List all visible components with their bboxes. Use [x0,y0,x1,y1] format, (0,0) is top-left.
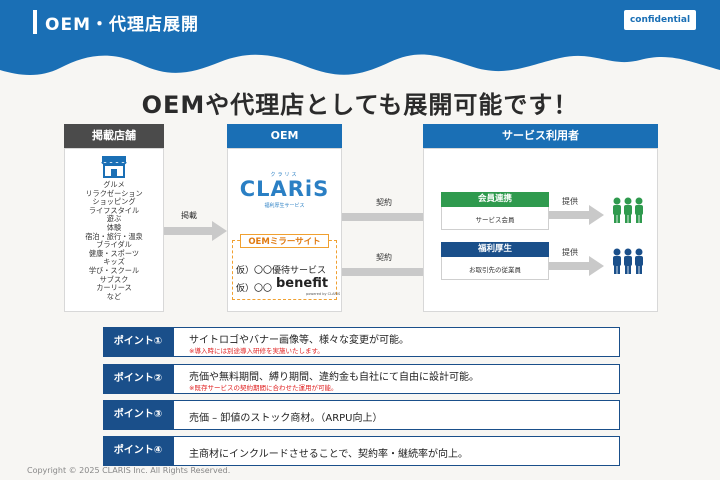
point-label: ポイント④ [103,436,173,466]
point-label: ポイント① [103,327,173,357]
point-row-3: ポイント③ 売価 – 卸値のストック商材。（ARPU向上） [103,400,620,430]
point-body [173,436,620,466]
category-item: サブスク [99,274,129,284]
category-item: カーリース [96,283,132,293]
category-item: など [106,291,122,301]
point-label: ポイント② [103,364,173,394]
point-label: ポイント③ [103,400,173,430]
mirror-site-line1: 仮）〇〇優待サービス [236,266,327,276]
shop-column-body [64,148,164,312]
point-body [173,327,620,357]
contract-label-1: 契約 [376,198,392,207]
shop-column-header: 掲載店舗 [64,124,164,148]
claris-kana: クラリス [270,172,299,178]
mirror-site-title: OEMミラーサイト [240,234,329,248]
point-main-text: 売価 – 卸値のストック商材。（ARPU向上） [189,413,383,424]
header-accent-bar [33,10,37,34]
welfare-card-text: お取引先の従業員 [469,266,521,274]
category-item: キッズ [103,257,125,267]
mirror-site-box [232,240,337,300]
category-item: リラクゼーション [85,188,143,198]
category-item: 体験 [106,222,122,232]
claris-tagline: 福利厚生サービス [264,203,305,209]
category-item: ライフスタイル [88,205,140,215]
contract-label-2: 契約 [376,253,392,262]
claris-logo: CLARiS [239,177,330,201]
oem-column-header: OEM [227,124,342,148]
category-item: 学び・スクール [88,265,140,275]
category-item: ブライダル [96,240,132,250]
benefit-logo: benefit [276,276,329,291]
welfare-card-title: 福利厚生 [441,242,549,257]
point-note: ※導入時には別途導入研修を実施いたします。 [189,347,324,355]
point-row-4: ポイント④ 主商材にインクルードさせることで、契約率・継続率が向上。 [103,436,620,466]
service-column-body [423,148,658,312]
point-note: ※既存サービスの契約期間に合わせた運用が可能。 [189,384,338,392]
shop-category-list: グルメ リラクゼーション ショッピング ライフスタイル 遊ぶ 体験 宿泊・旅行・… [64,180,164,301]
provide-arrow-1 [549,205,604,225]
point-body [173,364,620,394]
benefit-tagline: powered by CLARIS [306,292,341,296]
page-title: OEM・代理店展開 [45,15,199,35]
category-item: 健康・スポーツ [88,248,140,258]
category-item: 宿泊・旅行・温泉 [85,231,143,241]
main-headline: OEMや代理店としても展開可能です！ [141,91,579,119]
category-item: 遊ぶ [106,214,122,224]
provide-label-1: 提供 [562,197,578,206]
provide-label-2: 提供 [562,248,578,257]
confidential-badge: confidential [624,10,696,30]
point-row-1: ポイント① サイトロゴやバナー画像等、様々な変更が可能。 ※導入時には別途導入研… [103,327,620,357]
header-wave-background [0,0,720,75]
member-link-card-title: 会員連携 [441,192,549,207]
point-main-text: 主商材にインクルードさせることで、契約率・継続率が向上。 [189,449,468,460]
category-item: グルメ [103,180,125,189]
point-row-2: ポイント② 売価や無料期間、縛り期間、違約金も自社にて自由に設計可能。 ※既存サ… [103,364,620,394]
copyright-text: Copyright © 2025 CLARIS Inc. All Rights … [27,466,231,475]
service-column-header: サービス利用者 [423,124,658,148]
point-body [173,400,620,430]
provide-arrow-2 [549,256,604,276]
member-link-card-text: サービス会員 [475,216,515,224]
store-icon [101,156,127,178]
employees-people-icon [613,248,643,274]
mirror-site-line2-prefix: 仮）〇〇 [236,284,273,294]
members-people-icon [613,197,643,223]
point-main-text: 売価や無料期間、縛り期間、違約金も自社にて自由に設計可能。 [189,372,479,383]
listing-label: 掲載 [181,211,197,220]
category-item: ショッピング [92,197,136,207]
point-main-text: サイトロゴやバナー画像等、様々な変更が可能。 [189,335,409,346]
listing-arrow [164,221,227,241]
